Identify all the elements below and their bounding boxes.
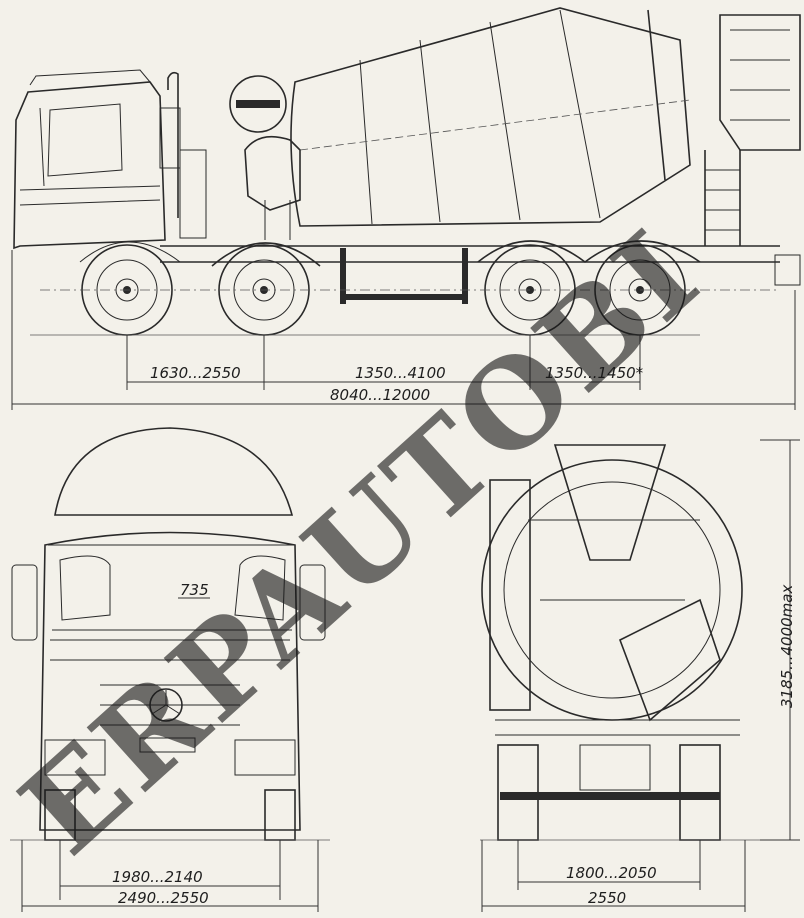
rear-hopper: [553, 444, 667, 561]
dim-cab-seat-spacing: 735: [180, 581, 209, 599]
dim-wheelbase-front: 1630...2550: [150, 364, 241, 382]
dim-front-width: 2490...2550: [118, 889, 209, 907]
dim-rear-track: 1800...2050: [566, 864, 657, 882]
drum-badge: [229, 75, 287, 133]
rear-view: 3185...4000max 1800...2050 2550: [480, 439, 800, 912]
rear-side-panel: [489, 479, 531, 711]
right-mirror: [299, 564, 326, 641]
frame-hatch-left: [340, 248, 346, 304]
cab-rear-frame: [179, 149, 207, 239]
front-extension-lines: [21, 840, 319, 912]
drum-axis: [299, 99, 691, 151]
dim-rear-width: 2550: [588, 889, 626, 907]
height-dim-line: [760, 439, 800, 841]
rear-chute: [618, 598, 721, 722]
front-right-tyre: [264, 789, 296, 841]
mixer-drum: [290, 7, 691, 227]
drum-badge-plate: [236, 100, 280, 108]
dim-overall-height: 3185...4000max: [778, 585, 796, 708]
left-headlamp: [44, 739, 106, 776]
ladder-rail: [647, 9, 666, 181]
rear-extension-lines: [481, 840, 746, 912]
rear-bumper: [495, 719, 740, 736]
dim-front-track: 1980...2140: [112, 868, 203, 886]
hopper: [719, 14, 801, 151]
seat-silhouettes: [59, 555, 286, 621]
rear-axle-housing: [579, 744, 651, 791]
cab-window: [47, 103, 123, 177]
drum-drive: [244, 135, 301, 211]
rear-ladder: [704, 150, 741, 246]
arch-rear: [477, 240, 701, 264]
front-view: 735 1980...2140 2490...2550: [10, 427, 330, 912]
frame-hatch-right: [462, 248, 468, 304]
rear-underrun-bar: [500, 792, 720, 800]
rear-drum-inner: [503, 481, 721, 699]
rear-dim-lines: [482, 881, 745, 907]
front-drum-dome: [54, 427, 294, 516]
drum-segments: [359, 9, 601, 225]
exhaust-stack: [167, 71, 179, 218]
front-dim-lines: [22, 885, 318, 907]
cab-fascia: [50, 639, 290, 661]
extension-lines: [11, 250, 796, 410]
drum-support: [264, 200, 291, 240]
dim-overall-length: 8040...12000: [330, 386, 430, 404]
licence-plate: [139, 737, 196, 753]
dim-wheelbase-middle: 1350...4100: [355, 364, 446, 382]
frame-hatch-bottom: [346, 294, 466, 300]
door-line: [39, 107, 45, 187]
windshield-frame: [48, 544, 295, 631]
cab-body-lines: [19, 185, 161, 206]
right-headlamp: [234, 739, 296, 776]
chassis-frame: [160, 245, 780, 263]
cab-roof: [29, 69, 151, 86]
side-view: 1630...2550 1350...4100 1350...1450* 804…: [11, 7, 801, 410]
rear-light: [774, 254, 801, 286]
cab-outline: [13, 81, 166, 250]
arch-1: [79, 241, 181, 263]
brand-emblem: [149, 688, 183, 722]
grille-slats: [100, 684, 240, 726]
ladder-steps: [705, 169, 740, 231]
watermark: ERPAUTOBI: [0, 203, 727, 882]
side-mirror: [159, 107, 181, 169]
rear-frame-bars: [528, 519, 700, 601]
left-mirror: [11, 564, 38, 641]
arch-2: [211, 242, 321, 267]
brand-star: [151, 690, 181, 715]
dim-rear-axle-spacing: 1350...1450*: [545, 364, 644, 382]
rear-drum: [481, 459, 743, 721]
hopper-ribs: [730, 29, 790, 121]
